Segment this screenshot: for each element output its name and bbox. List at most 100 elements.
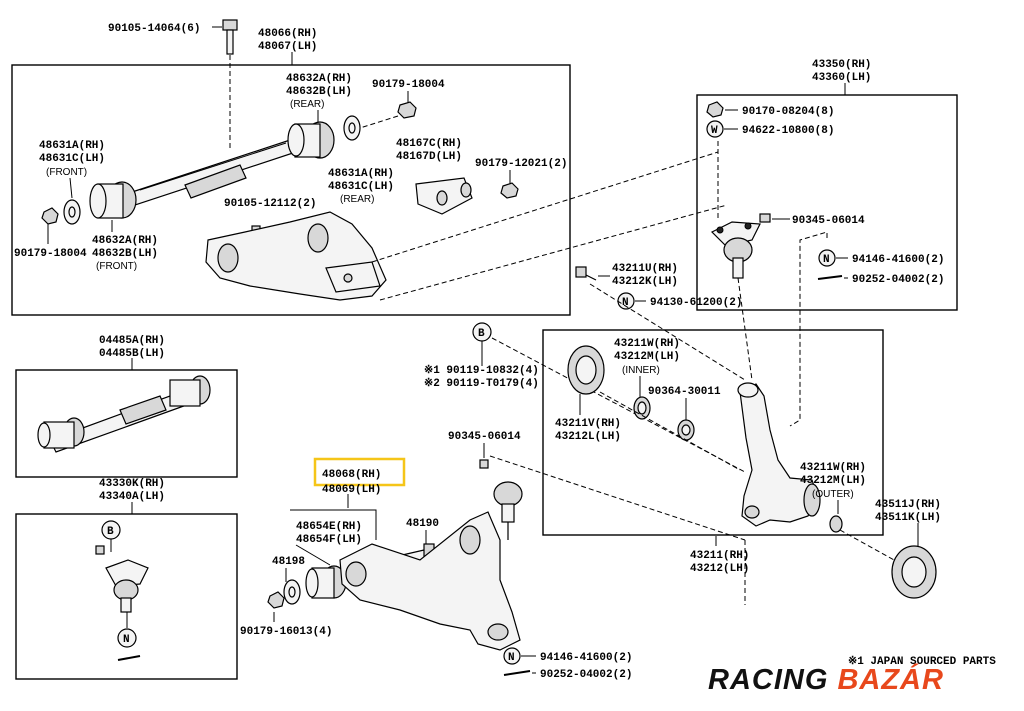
label-43511K: 43511K(LH): [875, 512, 941, 524]
knuckle-frame: [542, 329, 884, 536]
label-43330K: 43330K(RH): [99, 478, 165, 490]
nipple-icon: [759, 213, 771, 223]
label-43211U: 43211U(RH): [612, 263, 678, 275]
bushing-icon: [305, 565, 347, 599]
callout-n4-letter: N: [123, 634, 130, 646]
label-43212L: 43212L(LH): [555, 431, 621, 443]
label-90364-30011: 90364-30011: [648, 386, 721, 398]
label-48654E: 48654E(RH): [296, 521, 362, 533]
washer-icon: [63, 199, 81, 225]
nut-icon: [397, 101, 417, 119]
nut-icon: [500, 182, 519, 199]
label-90179-16013: 90179-16013(4): [240, 626, 332, 638]
callout-n4: [117, 628, 137, 648]
label-43360: 43360(LH): [812, 72, 871, 84]
label-48068: 48068(RH): [322, 469, 381, 481]
label-90170-08204: 90170-08204(8): [742, 106, 834, 118]
ball-joint-icon: [493, 481, 523, 540]
label-90105-12112: 90105-12112(2): [224, 198, 316, 210]
label-04485B: 04485B(LH): [99, 348, 165, 360]
label-94130-61200: 94130-61200(2): [650, 297, 742, 309]
label-48632B-top: 48632B(LH): [286, 86, 352, 98]
callout-n1: [818, 249, 836, 267]
hex-bolt-icon: [222, 19, 238, 55]
label-90105-14064: 90105-14064(6): [108, 23, 200, 35]
label-43211V: 43211V(RH): [555, 418, 621, 430]
callout-w-letter: W: [711, 125, 718, 137]
cotter-pin-icon: [117, 655, 141, 661]
knuckle-icon: [737, 382, 821, 527]
label-90179-18004-top: 90179-18004: [372, 79, 445, 91]
label-rear-2: (REAR): [340, 194, 374, 205]
callout-w: [706, 120, 724, 138]
upper-arm-shaft-assembly: [37, 375, 211, 453]
cotter-pin-icon: [503, 670, 531, 676]
label-90252-04002-top: 90252-04002(2): [852, 274, 944, 286]
logo-word-racing: RACING: [708, 664, 829, 696]
upper-arm-frame: [11, 64, 571, 316]
racing-bazar-logo: RACING BAZÁR: [708, 660, 1016, 700]
label-48167C: 48167C(RH): [396, 138, 462, 150]
upper-ball-joint-frame: [696, 94, 958, 311]
nipple-icon: [479, 459, 489, 469]
bushing-icon: [677, 419, 695, 441]
label-front-1: (FRONT): [46, 167, 87, 178]
label-43511J: 43511J(RH): [875, 499, 941, 511]
label-90179-18004-left: 90179-18004: [14, 248, 87, 260]
washer-icon: [283, 579, 301, 605]
label-48631A-left: 48631A(RH): [39, 140, 105, 152]
grease-seal-icon: [567, 345, 605, 395]
label-48066: 48066(RH): [258, 28, 317, 40]
bearing-icon: [829, 515, 843, 533]
label-48069: 48069(LH): [322, 484, 381, 496]
label-48631C-left: 48631C(LH): [39, 153, 105, 165]
callout-b-top-letter: B: [478, 328, 485, 340]
label-outer: (OUTER): [812, 489, 854, 500]
lower-control-arm: [339, 511, 521, 651]
label-48632B-bot: 48632B(LH): [92, 248, 158, 260]
label-94146-41600-top: 94146-41600(2): [852, 254, 944, 266]
callout-b-left-letter: B: [107, 526, 114, 538]
label-48631A-mid: 48631A(RH): [328, 168, 394, 180]
label-48190: 48190: [406, 518, 439, 530]
label-94146-41600-bot: 94146-41600(2): [540, 652, 632, 664]
label-48631C-mid: 48631C(LH): [328, 181, 394, 193]
label-48198: 48198: [272, 556, 305, 568]
upper-control-arm: [205, 211, 387, 301]
label-90119-10832: ※1 90119-10832(4): [424, 364, 539, 377]
japan-note: ※1 JAPAN SOURCED PARTS: [848, 655, 996, 668]
hex-bolt-icon: [575, 266, 597, 281]
callout-n3: [503, 647, 521, 665]
label-inner: (INNER): [622, 365, 660, 376]
washer-icon: [343, 115, 361, 141]
cotter-pin-icon: [817, 275, 843, 280]
bearing-icon: [633, 396, 651, 420]
ball-joint-icon: [710, 221, 761, 279]
label-48632A-top: 48632A(RH): [286, 73, 352, 85]
label-90179-12021: 90179-12021(2): [475, 158, 567, 170]
label-48654F: 48654F(LH): [296, 534, 362, 546]
label-43211W-top: 43211W(RH): [614, 338, 680, 350]
label-43211W-bot: 43211W(RH): [800, 462, 866, 474]
label-43212M-top: 43212M(LH): [614, 351, 680, 363]
callout-n1-letter: N: [823, 254, 830, 266]
bump-stop-bracket: [415, 177, 473, 215]
label-43340A: 43340A(LH): [99, 491, 165, 503]
label-94622-10800: 94622-10800(8): [742, 125, 834, 137]
label-04485A: 04485A(RH): [99, 335, 165, 347]
label-48067: 48067(LH): [258, 41, 317, 53]
label-48632A-bot: 48632A(RH): [92, 235, 158, 247]
label-48167D: 48167D(LH): [396, 151, 462, 163]
bushing-icon: [287, 121, 335, 159]
label-rear-1: (REAR): [290, 99, 324, 110]
callout-n2-letter: N: [622, 297, 629, 309]
label-43212K: 43212K(LH): [612, 276, 678, 288]
ball-joint-icon: [105, 559, 149, 613]
label-90345-06014-top: 90345-06014: [792, 215, 865, 227]
label-43212: 43212(LH): [690, 563, 749, 575]
label-front-2: (FRONT): [96, 261, 137, 272]
nut-icon: [41, 207, 59, 225]
bushing-icon: [89, 181, 137, 219]
